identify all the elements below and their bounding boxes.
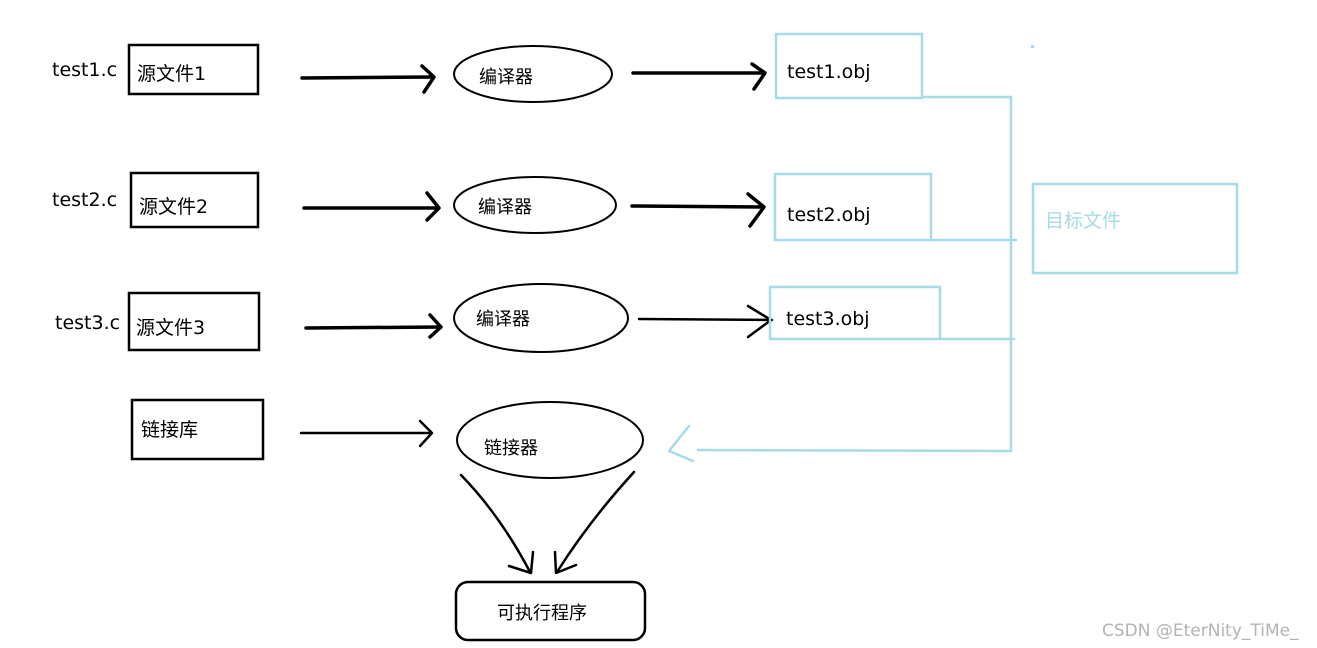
object-files-bracket [667,95,1018,463]
library-box [130,398,265,461]
compiler-node-3 [453,283,629,353]
arrow-compiler-to-object-1 [631,62,767,91]
target-file-box [1031,182,1239,275]
object-file-label-2: test2.obj [787,204,871,226]
arrow-source-to-compiler-1 [300,64,436,94]
library-label: 链接库 [141,419,198,441]
source-file-box-2 [129,171,260,229]
source-file-label-3: 源文件3 [136,317,205,339]
compiler-node-2 [453,176,617,234]
watermark: CSDN @EterNity_TiMe_ [1102,621,1299,641]
linker-label: 链接器 [484,438,538,459]
object-file-box-1 [774,32,924,100]
object-file-label-3: test3.obj [786,308,870,330]
arrow-linker-to-executable-left [459,473,535,575]
arrow-library-to-linker [299,419,434,448]
compiler-label-1: 编译器 [479,67,533,88]
compiler-label-3: 编译器 [476,309,530,330]
executable-box [454,580,647,642]
executable-label: 可执行程序 [497,603,587,624]
source-file-box-1 [127,43,260,96]
stray-mark [1031,45,1034,48]
linker-node [456,401,644,479]
source-file-box-3 [127,291,261,352]
source-filename-2: test2.c [52,189,117,211]
arrow-compiler-to-object-3 [637,304,774,339]
source-file-label-2: 源文件2 [139,196,208,218]
source-file-label-1: 源文件1 [137,63,206,85]
arrow-compiler-to-object-2 [630,192,766,228]
target-file-label: 目标文件 [1045,210,1121,232]
arrow-source-to-compiler-3 [304,313,443,339]
object-file-box-3 [768,285,942,341]
object-file-box-2 [773,172,933,242]
compiler-label-2: 编译器 [478,197,532,218]
object-file-label-1: test1.obj [787,61,871,83]
arrow-source-to-compiler-2 [302,191,441,222]
source-filename-3: test3.c [55,312,120,334]
source-filename-1: test1.c [52,59,117,81]
compiler-node-1 [453,45,613,103]
arrow-linker-to-executable-right [553,470,636,575]
